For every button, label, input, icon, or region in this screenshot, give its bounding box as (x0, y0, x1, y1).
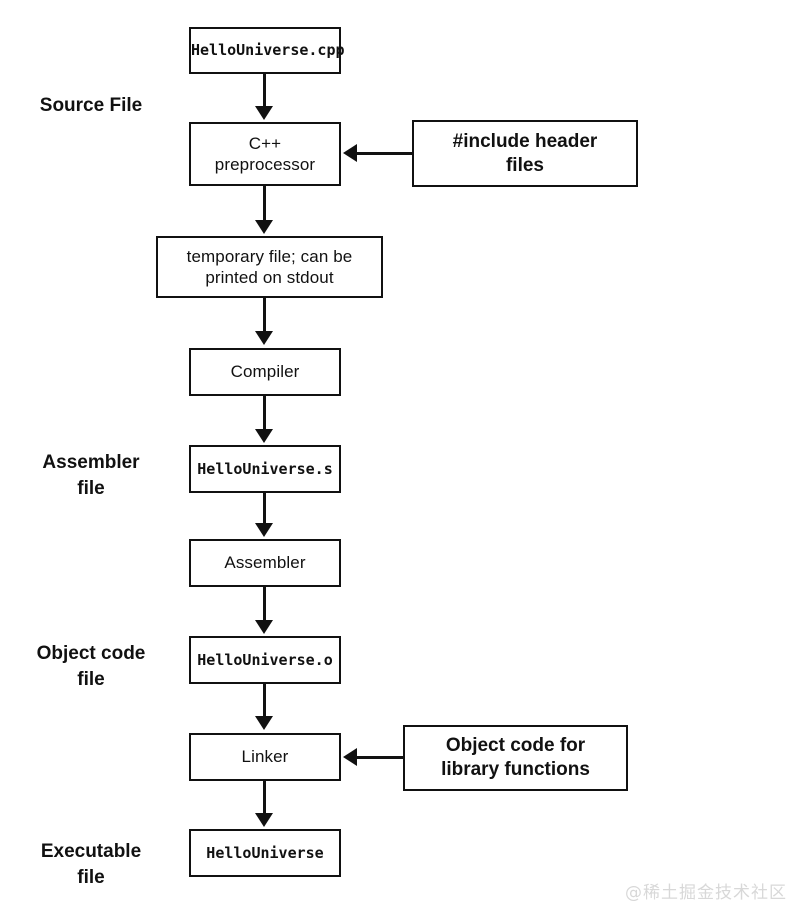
node-hellouniverse-executable-label: HelloUniverse (206, 843, 324, 862)
node-temporary-file-label: temporary file; can be printed on stdout (186, 246, 353, 287)
stage-label-object-code-file: Object code file (36, 643, 146, 690)
arrowhead-temp-to-compiler-icon (255, 331, 273, 345)
arrowhead-asm-file-to-assembler-icon (255, 523, 273, 537)
edge-library-to-linker (357, 756, 404, 759)
node-temporary-file[interactable]: temporary file; can be printed on stdout (156, 236, 383, 298)
node-object-code-library[interactable]: Object code for library functions (403, 725, 628, 791)
arrowhead-library-to-linker-icon (343, 748, 357, 766)
arrowhead-preprocessor-to-temp-icon (255, 220, 273, 234)
arrowhead-compiler-to-asm-file-icon (255, 429, 273, 443)
node-compiler[interactable]: Compiler (189, 348, 341, 396)
node-linker[interactable]: Linker (189, 733, 341, 781)
stage-label-assembler-file: Assembler file (42, 452, 140, 499)
node-assembler-label: Assembler (224, 553, 306, 573)
node-hellouniverse-o[interactable]: HelloUniverse.o (189, 636, 341, 684)
node-hellouniverse-s-label: HelloUniverse.s (197, 459, 333, 478)
edge-assembler-to-obj-file (263, 587, 266, 621)
arrowhead-assembler-to-obj-file-icon (255, 620, 273, 634)
arrowhead-linker-to-executable-icon (255, 813, 273, 827)
edge-linker-to-executable (263, 781, 266, 814)
edge-temp-to-compiler (263, 298, 266, 332)
edge-compiler-to-asm-file (263, 396, 266, 430)
arrowhead-headers-to-preprocessor-icon (343, 144, 357, 162)
watermark-text: @稀土掘金技术社区 (625, 883, 786, 903)
node-hellouniverse-s[interactable]: HelloUniverse.s (189, 445, 341, 493)
node-hellouniverse-o-label: HelloUniverse.o (197, 650, 333, 669)
node-hellouniverse-cpp-label: HelloUniverse.cpp (191, 41, 345, 60)
node-linker-label: Linker (241, 747, 289, 767)
node-object-code-library-label: Object code for library functions (441, 735, 590, 780)
edge-asm-file-to-assembler (263, 493, 266, 525)
edge-preprocessor-to-temp (263, 186, 266, 222)
node-include-header-files[interactable]: #include header files (412, 120, 638, 187)
edge-obj-file-to-linker (263, 684, 266, 717)
node-include-header-files-label: #include header files (452, 130, 598, 176)
arrowhead-cpp-to-preprocessor-icon (255, 106, 273, 120)
node-compiler-label: Compiler (230, 362, 300, 382)
node-hellouniverse-cpp[interactable]: HelloUniverse.cpp (189, 27, 345, 74)
stage-label-executable-file: Executable file (40, 841, 142, 888)
arrowhead-obj-file-to-linker-icon (255, 716, 273, 730)
node-cpp-preprocessor-label: C++ preprocessor (214, 133, 316, 174)
edge-headers-to-preprocessor (357, 152, 413, 155)
node-assembler[interactable]: Assembler (189, 539, 341, 587)
stage-label-source-file: Source File (39, 95, 143, 116)
node-cpp-preprocessor[interactable]: C++ preprocessor (189, 122, 341, 186)
node-hellouniverse-executable[interactable]: HelloUniverse (189, 829, 341, 877)
edge-cpp-to-preprocessor (263, 74, 266, 108)
